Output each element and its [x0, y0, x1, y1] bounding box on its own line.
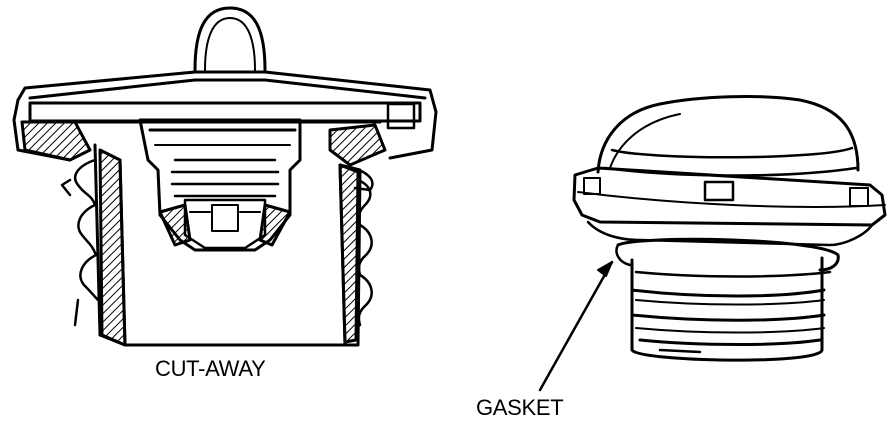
cap-threaded-body [630, 256, 824, 362]
gasket-arrowhead [597, 261, 613, 277]
cutaway-label: CUT-AWAY [155, 356, 266, 381]
thread-right [356, 178, 372, 227]
valve-spring [170, 158, 280, 198]
thread-left [73, 158, 97, 207]
gasket-leader-line [538, 260, 614, 392]
cap-grip-tab [193, 6, 267, 72]
cap-outer-shell [16, 70, 438, 160]
exterior-cap [538, 95, 887, 392]
cap-top-plate [28, 101, 422, 123]
cap-flange [572, 166, 887, 227]
gasket-ring [616, 237, 840, 272]
cutaway-cap [12, 6, 438, 347]
cap-dome [596, 95, 860, 174]
valve-housing [138, 118, 302, 252]
filler-neck-left-wall [93, 143, 102, 337]
gasket-label: GASKET [476, 395, 564, 420]
